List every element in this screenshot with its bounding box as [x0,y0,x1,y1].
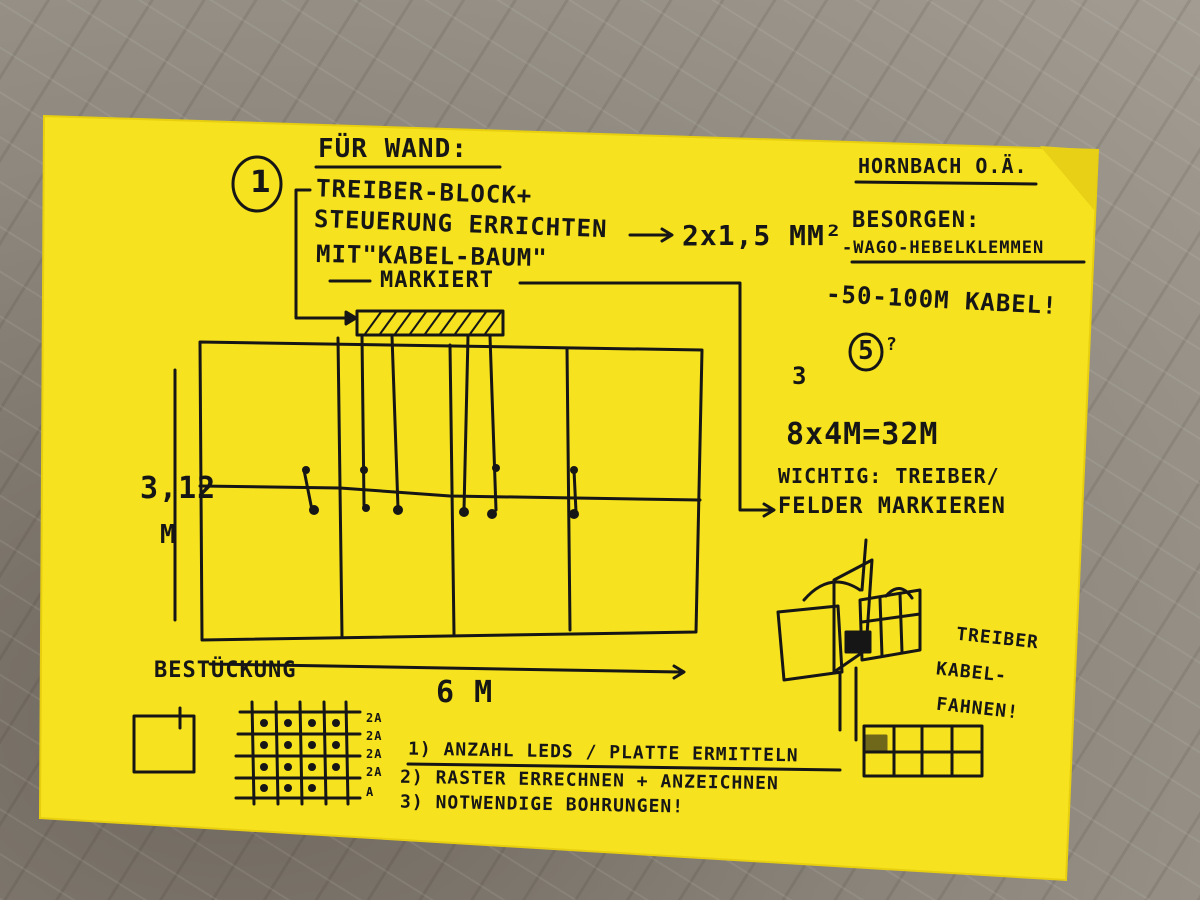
connection-dots [302,464,579,519]
driver-block [355,309,505,337]
driver-block-hatch [364,311,502,335]
count-suffix: ? [886,334,898,355]
wall-outline [198,340,704,642]
grid-label-2: 2A [366,729,383,743]
important-line-1: WICHTIG: TREIBER/ [778,464,1000,488]
mount-square [132,714,196,774]
cable-spec: 2x1,5 MM² [682,219,843,252]
bracket-line [294,188,352,320]
shopping-item-1: -WAGO-HEBELKLEMMEN [842,238,1045,258]
dimension-height-unit: M [160,520,177,550]
count-circle-number: 5 [858,336,875,366]
grid-label-1: 2A [366,711,383,725]
important-line-2: FELDER MARKIEREN [778,494,1006,519]
dimension-width: 6 M [436,675,494,710]
grid-label-5: A [366,785,375,799]
step-3: 3) NOTWENDIGE BOHRUNGEN! [399,791,685,818]
note-header: FÜR WAND: [318,134,468,164]
grid-label-4: 2A [366,765,383,779]
step-circle [231,155,283,213]
instruction-line-4: MARKIERT [380,268,494,293]
dimension-height: 3,12 [140,471,217,506]
store-name: HORNBACH O.Ä. [858,154,1028,178]
step-number: 1 [250,165,271,200]
length-calc: 8x4M=32M [786,417,939,452]
section-title: BESTÜCKUNG [154,658,297,683]
led-dots [260,719,340,792]
feed-line [558,281,772,512]
panel-3d-sketch [776,538,984,778]
instruction-line-1: TREIBER-BLOCK+ [315,174,533,210]
count-circle [848,332,884,372]
paper-fold [1040,146,1098,210]
instruction-line-3: MIT"KABEL-BAUM" [315,239,548,273]
led-grid [234,700,362,806]
count-left: 3 [792,362,808,390]
shopping-heading: BESORGEN: [852,208,981,233]
grid-label-3: 2A [366,747,383,761]
